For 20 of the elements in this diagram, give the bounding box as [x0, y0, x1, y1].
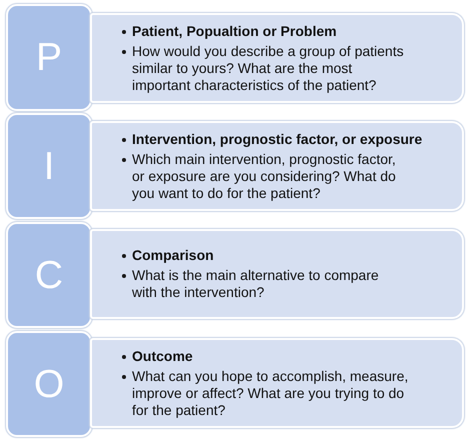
- question-text: What is the main alternative to compare with the intervention?: [132, 267, 380, 301]
- heading-text: Comparison: [132, 247, 214, 264]
- letter-tile: [6, 113, 92, 219]
- heading-text: Patient, Popualtion or Problem: [132, 22, 337, 40]
- text-panel: [90, 13, 464, 103]
- letter-tile: [6, 331, 92, 437]
- letter-label: P: [36, 38, 62, 77]
- letter-label: C: [34, 256, 64, 294]
- question-text: How would you describe a group of patients similar to yours? What are the most important characteristics of the patient?: [132, 42, 405, 94]
- question-text: What can you hope to accomplish, measure, improve or affect? What are you trying to do for the patient?: [132, 368, 410, 418]
- text-panel: [90, 121, 464, 211]
- text-panel: [90, 338, 464, 428]
- heading-text: Intervention, prognostic factor, or exposure: [132, 130, 422, 148]
- question-text: Which main intervention, prognostic factor, or exposure are you considering? What do you want to do for the patient?: [132, 150, 397, 202]
- letter-label: O: [34, 364, 64, 404]
- text-panel: [90, 229, 464, 319]
- heading-text: Outcome: [132, 348, 193, 364]
- letter-label: I: [44, 146, 54, 186]
- letter-tile: [6, 222, 92, 328]
- letter-tile: [6, 4, 92, 111]
